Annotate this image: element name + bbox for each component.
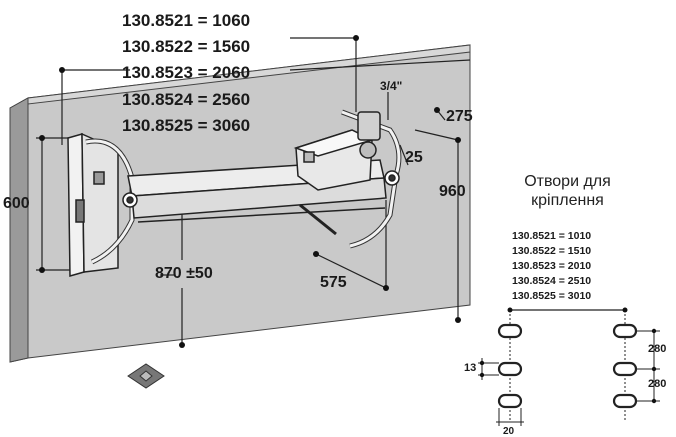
dimension-25-label: 25 [405, 149, 423, 166]
hole-spacing-label: 130.8525 = 3010 [512, 290, 592, 302]
dimension-275-label: 275 [446, 108, 473, 125]
mounting-hole [497, 361, 523, 377]
hole-spacing-label: 130.8524 = 2510 [512, 275, 592, 287]
hole-spacing-label: 130.8523 = 2010 [512, 260, 592, 272]
hole-height-label: 13 [464, 362, 477, 374]
hole-spacing-label: 130.8521 = 1010 [512, 230, 592, 242]
dimension-600-label: 600 [3, 195, 30, 212]
mounting-hole [612, 361, 638, 377]
mounting-hole [497, 323, 523, 339]
hole-spacing-label: 130.8522 = 1510 [512, 245, 592, 257]
mounting-hole [612, 323, 638, 339]
hole-spacing-top-label: 280 [648, 343, 667, 355]
fitting-size-label: 3/4" [380, 79, 403, 93]
bracket-assembly [67, 109, 402, 277]
mounting-holes-layout [478, 307, 660, 426]
dimension-870-label: 870 ±50 [155, 265, 213, 282]
model-length-label: 130.8522 = 1560 [122, 37, 251, 56]
dimension-575-label: 575 [320, 274, 347, 291]
model-length-label: 130.8525 = 3060 [122, 116, 251, 135]
model-length-label: 130.8521 = 1060 [122, 11, 251, 30]
hole-spacing-bottom-label: 280 [648, 378, 667, 390]
floor-anchor-plate [127, 363, 165, 389]
mounting-holes-title-line2: кріплення [531, 192, 604, 209]
hole-width-label: 20 [503, 426, 515, 437]
dimension-960-label: 960 [439, 183, 466, 200]
mounting-hole [497, 393, 523, 409]
model-length-label: 130.8524 = 2560 [122, 90, 251, 109]
mounting-holes-title: Отвори для кріплення [505, 172, 630, 210]
mounting-hole [612, 393, 638, 409]
model-length-label: 130.8523 = 2060 [122, 63, 251, 82]
mounting-holes-title-line1: Отвори для [524, 173, 611, 190]
